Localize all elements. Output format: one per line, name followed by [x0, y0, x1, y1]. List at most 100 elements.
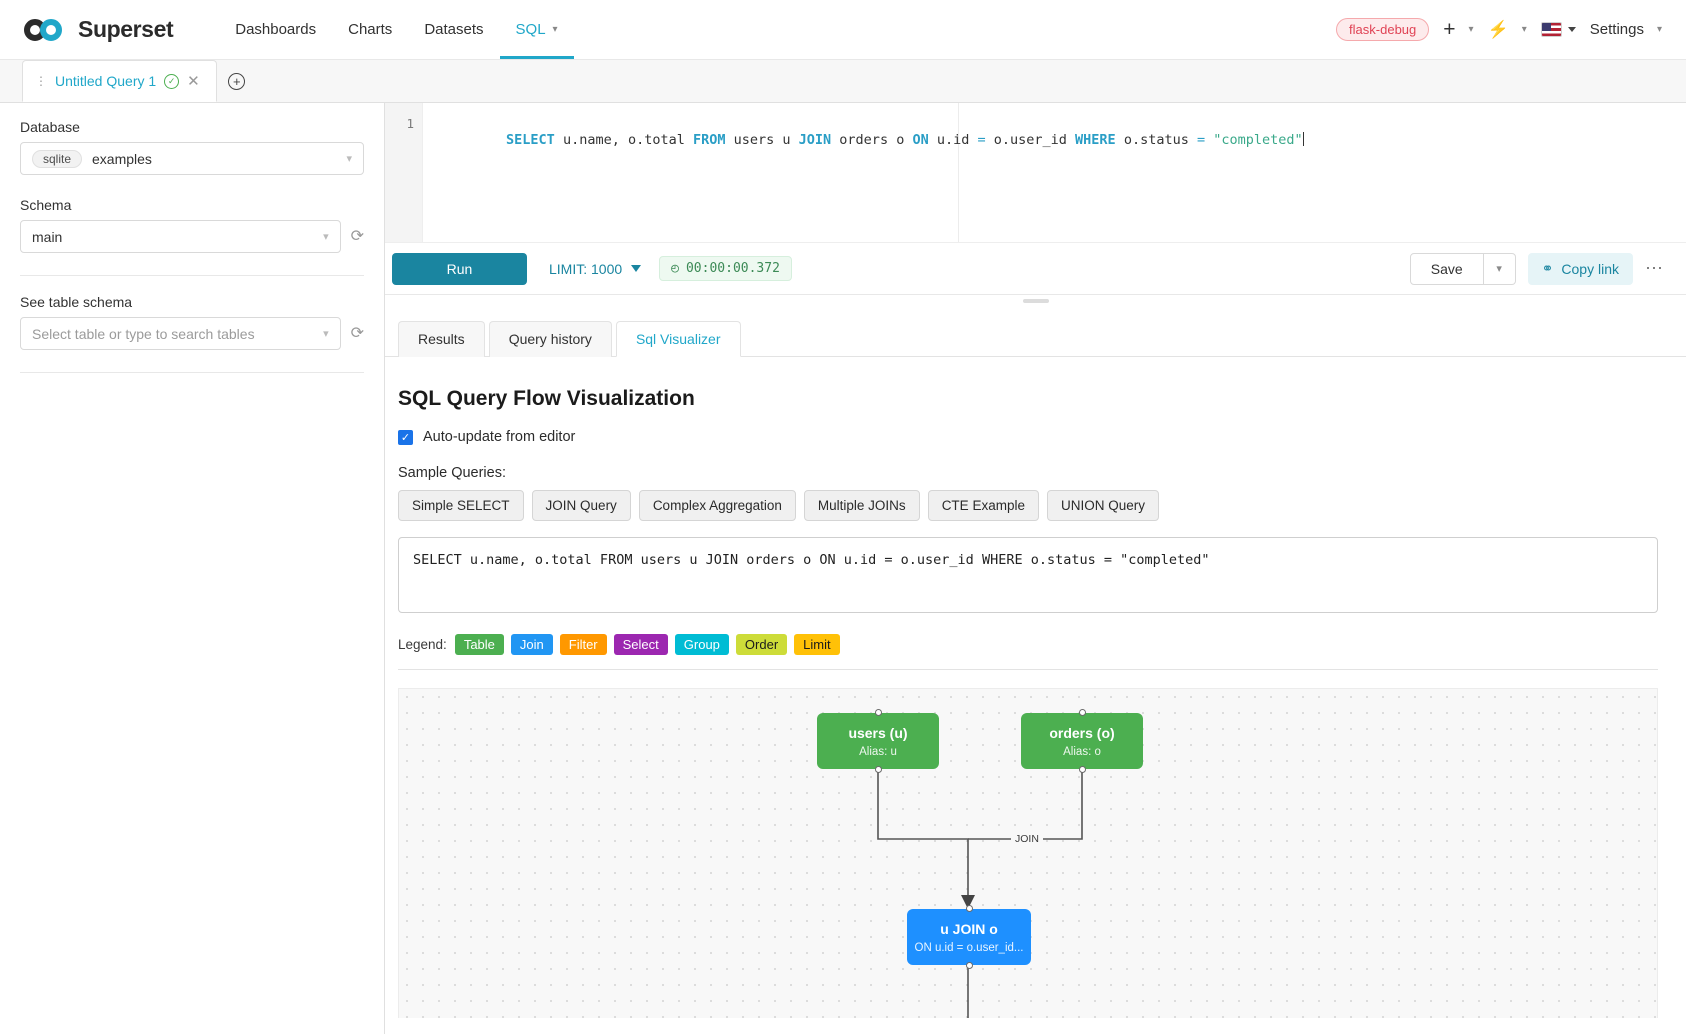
table-search-input[interactable]: Select table or type to search tables ▾ [20, 317, 341, 350]
status-badge: flask-debug [1336, 18, 1430, 41]
legend-label: Legend: [398, 637, 447, 652]
link-icon: ⚭ [1541, 260, 1554, 276]
chevron-down-icon: ▾ [1468, 24, 1474, 35]
sample-query-multiple-joins[interactable]: Multiple JOINs [803, 490, 920, 521]
sample-query-cte-example[interactable]: CTE Example [927, 490, 1039, 521]
schema-select[interactable]: main ▾ [20, 220, 341, 253]
copy-link-button[interactable]: ⚭ Copy link [1527, 252, 1633, 285]
editor-gutter: 1 [385, 103, 423, 242]
node-port-bottom [1078, 766, 1086, 773]
query-tab-untitled-query-1[interactable]: ⋮ Untitled Query 1 ✓ ✕ [22, 60, 217, 102]
run-toolbar: Run LIMIT: 1000 ◴ 00:00:00.372 Save ▾ ⚭ … [385, 243, 1686, 295]
refresh-schema-icon[interactable]: ⟳ [350, 227, 364, 245]
legend-badge-table: Table [454, 634, 504, 655]
top-navbar: Superset Dashboards Charts Datasets SQL … [0, 0, 1686, 60]
run-button[interactable]: Run [392, 252, 527, 285]
token-orders: orders o [831, 132, 913, 148]
legend-badge-filter: Filter [559, 634, 607, 655]
panel-divider-2 [20, 372, 364, 373]
sample-query-simple-select[interactable]: Simple SELECT [398, 490, 524, 521]
token-select: SELECT [506, 132, 555, 148]
legend-badge-group: Group [674, 634, 729, 655]
sql-editor[interactable]: 1 SELECT u.name, o.total FROM users u JO… [385, 103, 1686, 243]
auto-update-checkbox[interactable]: ✓ [398, 429, 413, 445]
brand-text: Superset [78, 16, 174, 42]
save-dropdown-button[interactable]: ▾ [1483, 252, 1516, 285]
lower-pane: Results Query history Sql Visualizer SQL… [385, 295, 1686, 1034]
pane-resize-handle[interactable] [1022, 299, 1049, 303]
chevron-down-icon: ▾ [1521, 24, 1527, 35]
add-query-tab-button[interactable]: + [217, 60, 257, 102]
copy-link-label: Copy link [1561, 260, 1619, 277]
auto-update-label[interactable]: Auto-update from editor [423, 429, 576, 445]
refresh-tables-icon[interactable]: ⟳ [350, 324, 364, 342]
graph-node-users-subtitle: Alias: u [859, 745, 897, 758]
edge-label-join: JOIN [1011, 832, 1043, 846]
sql-input-textarea[interactable] [398, 537, 1658, 613]
limit-label: LIMIT: 1000 [549, 260, 623, 277]
sample-query-complex-aggregation[interactable]: Complex Aggregation [638, 490, 796, 521]
new-menu-button[interactable]: + ▾ [1443, 19, 1473, 40]
chevron-down-icon: ▾ [552, 24, 558, 35]
graph-node-join[interactable]: u JOIN o ON u.id = o.user_id... [907, 905, 1031, 969]
nav-link-charts[interactable]: Charts [332, 0, 408, 59]
plus-circle-icon: + [228, 72, 246, 90]
graph-node-orders-subtitle: Alias: o [1063, 745, 1101, 758]
node-port-bottom [874, 766, 882, 773]
text-cursor [1302, 132, 1304, 146]
schema-value: main [32, 228, 63, 245]
tab-sql-visualizer[interactable]: Sql Visualizer [615, 321, 741, 357]
node-port-top [874, 709, 882, 716]
bolt-icon: ⚡ [1487, 20, 1509, 39]
graph-node-orders[interactable]: orders (o) Alias: o [1021, 709, 1143, 773]
sample-query-join-query[interactable]: JOIN Query [531, 490, 631, 521]
flow-edges [877, 769, 1083, 1018]
nav-link-datasets-label: Datasets [424, 21, 484, 38]
superset-brand[interactable]: Superset [24, 16, 174, 43]
graph-node-users[interactable]: users (u) Alias: u [817, 709, 939, 773]
token-users: users u [725, 132, 799, 148]
token-userid: o.user_id [985, 132, 1076, 148]
nav-link-sql[interactable]: SQL ▾ [500, 0, 574, 59]
nav-link-datasets[interactable]: Datasets [408, 0, 499, 59]
result-tabs: Results Query history Sql Visualizer [385, 301, 1686, 357]
language-picker[interactable] [1540, 22, 1576, 37]
timer-value: 00:00:00.372 [685, 261, 780, 276]
clock-icon: ◴ [671, 261, 679, 276]
database-label: Database [20, 119, 80, 135]
graph-node-users-title: users (u) [848, 724, 908, 741]
more-options-icon[interactable]: ⋯ [1645, 258, 1664, 279]
graph-node-orders-title: orders (o) [1049, 724, 1115, 741]
legend-badge-select: Select [613, 634, 668, 655]
close-icon[interactable]: ✕ [187, 73, 200, 90]
query-timer: ◴ 00:00:00.372 [659, 256, 792, 281]
navbar-right: flask-debug + ▾ ⚡ ▾ Settings ▾ [1336, 18, 1662, 41]
node-port-bottom [965, 962, 973, 969]
save-group: Save ▾ [1409, 252, 1516, 285]
chevron-down-icon [631, 265, 642, 272]
token-status: o.status [1115, 132, 1197, 148]
save-button[interactable]: Save [1409, 252, 1484, 285]
query-flow-canvas[interactable]: users (u) Alias: u orders (o) Alias: o J… [398, 688, 1658, 1018]
editor-code-line: SELECT u.name, o.total FROM users u JOIN… [423, 103, 1686, 164]
sample-queries-label: Sample Queries: [398, 465, 506, 481]
tab-results[interactable]: Results [398, 321, 485, 357]
token-from: FROM [692, 132, 726, 148]
nav-link-dashboards-label: Dashboards [235, 21, 317, 38]
limit-dropdown[interactable]: LIMIT: 1000 [549, 260, 642, 277]
token-eq-2: = [1196, 132, 1206, 148]
us-flag-icon [1540, 22, 1562, 37]
legend: Legend: Table Join Filter Select Group O… [398, 634, 1658, 655]
sample-query-union-query[interactable]: UNION Query [1046, 490, 1159, 521]
tab-query-history[interactable]: Query history [488, 321, 612, 357]
run-toolbar-right: Save ▾ ⚭ Copy link ⋯ [1409, 252, 1664, 285]
database-select[interactable]: sqlite examples ▾ [20, 142, 364, 175]
table-schema-label: See table schema [20, 294, 133, 310]
editor-column-guide [958, 103, 959, 242]
settings-menu[interactable]: Settings ▾ [1590, 21, 1662, 38]
auto-update-row: ✓ Auto-update from editor [398, 429, 1658, 445]
bolt-menu-button[interactable]: ⚡ ▾ [1488, 21, 1527, 38]
drag-handle-icon[interactable]: ⋮ [35, 74, 47, 88]
token-where: WHERE [1075, 132, 1116, 148]
nav-link-dashboards[interactable]: Dashboards [219, 0, 332, 59]
